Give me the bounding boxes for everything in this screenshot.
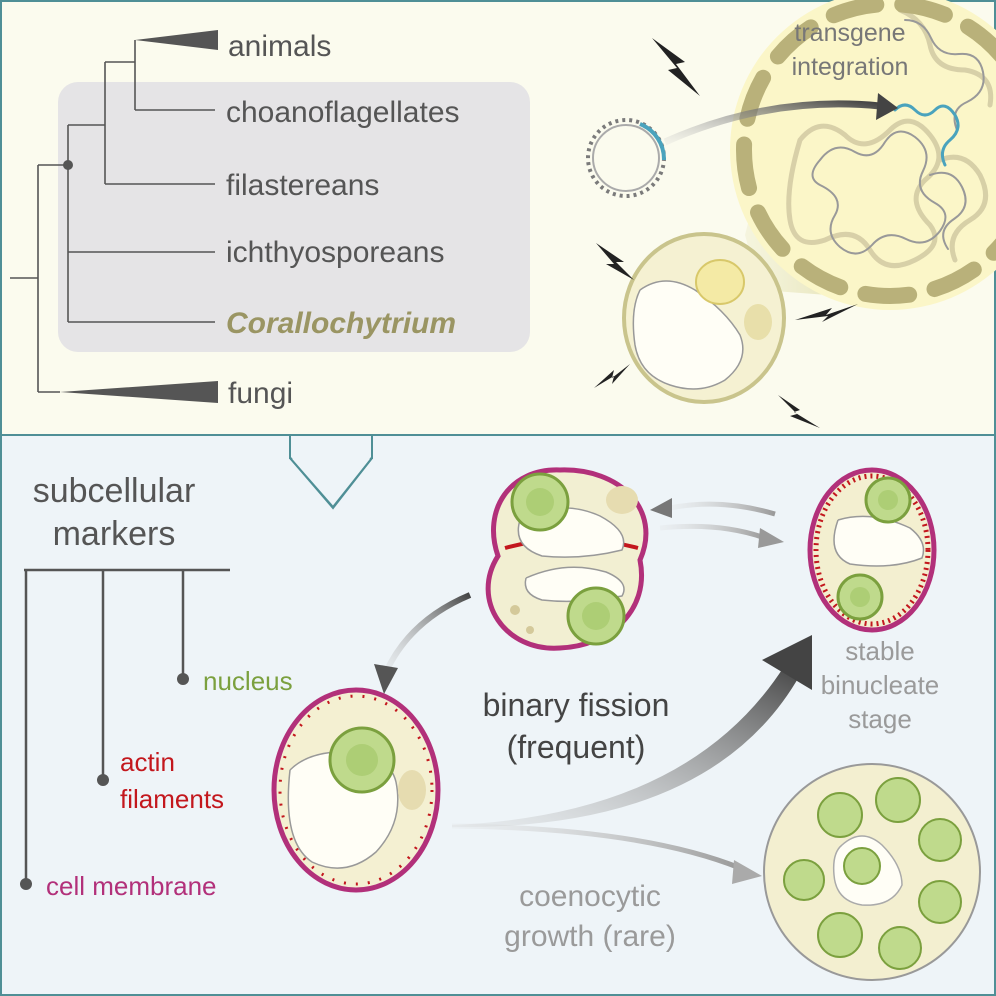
lightning-bolt-icon	[652, 38, 700, 96]
taxon-filastereans: filastereans	[226, 169, 379, 202]
integrated-dna	[893, 103, 960, 167]
tree-highlight-box	[58, 82, 530, 352]
coenocytic-line2: growth (rare)	[504, 920, 676, 953]
binary-fission-line1: binary fission	[483, 687, 670, 723]
dividing-cell	[485, 467, 649, 651]
markers-title-line2: markers	[53, 515, 176, 553]
cell-cycle-section: stable binucleate stage	[271, 467, 981, 981]
fungi-clade-wedge	[60, 381, 218, 403]
taxon-fungi: fungi	[228, 377, 293, 410]
transgene-section: transgene integration	[586, 0, 996, 428]
marker-dot	[177, 673, 189, 685]
markers-section: subcellular markers nucleus actin filame…	[20, 472, 293, 901]
taxon-choanoflagellates: choanoflagellates	[226, 96, 460, 129]
binary-fission-line2: (frequent)	[507, 729, 646, 765]
integration-arrow-head	[876, 93, 898, 120]
arrow-head	[762, 635, 812, 690]
marker-actin-line2: filaments	[120, 784, 224, 814]
lightning-bolts	[594, 38, 858, 428]
stable-line3: stage	[848, 704, 912, 734]
mononucleate-cell	[271, 687, 441, 893]
tree-node	[63, 160, 73, 170]
arrow-dividing-to-mono	[383, 592, 472, 674]
marker-dot	[97, 774, 109, 786]
arrow-head	[374, 664, 398, 694]
arrow-coenocytic	[451, 823, 741, 871]
taxon-ichthyosporeans: ichthyosporeans	[226, 236, 444, 269]
arrow-head	[732, 860, 762, 884]
plasmid	[586, 118, 667, 198]
coenocytic-line1: coenocytic	[519, 880, 661, 913]
arrow-head	[650, 498, 672, 518]
arrow-stable-to-dividing	[669, 501, 776, 517]
marker-nucleus: nucleus	[203, 666, 293, 696]
lightning-bolt-icon	[778, 395, 820, 428]
animals-clade-wedge	[135, 30, 218, 50]
arrow-head	[758, 528, 784, 548]
lightning-bolt-icon	[795, 304, 858, 322]
lightning-bolt-icon	[594, 364, 630, 388]
stable-line2: binucleate	[821, 670, 940, 700]
zoom-cell-wall	[736, 0, 996, 304]
coenocyte-cell	[763, 763, 981, 981]
taxon-animals: animals	[228, 30, 331, 63]
taxon-corallochytrium: Corallochytrium	[226, 307, 456, 340]
integration-arrow	[663, 100, 881, 146]
arrow-binary-fission	[452, 665, 800, 828]
arrow-dividing-to-stable	[659, 523, 766, 541]
transgene-label: transgene	[794, 19, 905, 47]
phylogenetic-tree: animals choanoflagellates filastereans i…	[10, 30, 530, 410]
panel-arrow-outline	[289, 437, 373, 509]
electroporated-cell	[622, 232, 786, 404]
binucleate-cell	[807, 467, 937, 633]
markers-title-line1: subcellular	[33, 472, 196, 510]
stable-line1: stable	[845, 636, 914, 666]
marker-dot	[20, 878, 32, 890]
integration-label: integration	[792, 53, 909, 81]
lightning-bolt-icon	[596, 243, 634, 280]
marker-actin-line1: actin	[120, 747, 175, 777]
marker-cell-membrane: cell membrane	[46, 871, 217, 901]
panel-arrow-fill	[291, 436, 371, 505]
